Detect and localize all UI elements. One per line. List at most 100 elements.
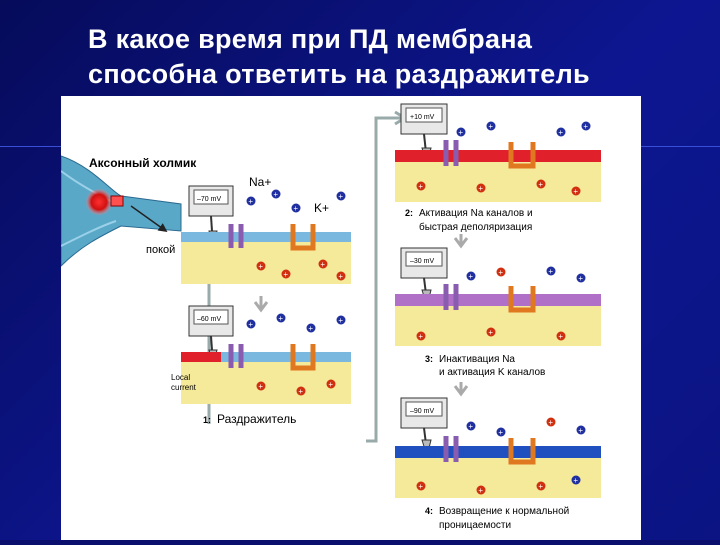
ion-particle bbox=[571, 186, 581, 196]
ion-charge: + bbox=[298, 387, 303, 396]
rest-label: покой bbox=[146, 244, 175, 256]
step2-label-line2: быстрая деполяризация bbox=[419, 221, 532, 233]
ion-particle bbox=[271, 189, 281, 199]
ion-particle bbox=[296, 386, 306, 396]
ion-particle bbox=[576, 425, 586, 435]
hillock-arrow bbox=[130, 205, 168, 233]
ion-particle bbox=[546, 417, 556, 427]
ion-particle bbox=[486, 121, 496, 131]
ion-particle bbox=[416, 181, 426, 191]
ion-particle bbox=[546, 266, 556, 276]
ion-particle bbox=[581, 121, 591, 131]
ion-particle bbox=[576, 273, 586, 283]
title-line-1: В какое время при ПД мембрана bbox=[88, 24, 533, 54]
ion-particle bbox=[416, 331, 426, 341]
ion-charge: + bbox=[258, 382, 263, 391]
to-step2-flow-arrow bbox=[366, 116, 401, 443]
action-potential-figure: Аксонный холмик покой Na+ K+ –70 mV –60 … bbox=[60, 96, 641, 540]
ion-charge: + bbox=[320, 260, 325, 269]
ion-charge: + bbox=[548, 267, 553, 276]
ion-charge: + bbox=[488, 122, 493, 131]
ion-charge: + bbox=[338, 192, 343, 201]
ion-charge: + bbox=[558, 128, 563, 137]
ion-particle bbox=[456, 127, 466, 137]
ion-particle bbox=[291, 203, 301, 213]
title-line-2: способна ответить на раздражитель bbox=[88, 59, 590, 89]
ion-particle bbox=[318, 259, 328, 269]
svg-text:–70 mV: –70 mV bbox=[197, 196, 221, 203]
ion-charge: + bbox=[258, 262, 263, 271]
diagram-svg: Аксонный холмик покой Na+ K+ –70 mV –60 … bbox=[60, 103, 601, 531]
ion-particle bbox=[246, 319, 256, 329]
svg-text:current: current bbox=[171, 383, 197, 392]
ion-particle bbox=[256, 381, 266, 391]
svg-text:–30 mV: –30 mV bbox=[410, 258, 434, 265]
ion-charge: + bbox=[498, 268, 503, 277]
ion-charge: + bbox=[283, 270, 288, 279]
ion-particle bbox=[571, 475, 581, 485]
membrane-rest bbox=[181, 232, 351, 242]
ion-charge: + bbox=[273, 190, 278, 199]
ion-charge: + bbox=[248, 320, 253, 329]
ion-particle bbox=[256, 261, 266, 271]
ion-particle bbox=[326, 379, 336, 389]
membrane-stim-depolarized bbox=[181, 352, 221, 362]
na-channel-rest bbox=[228, 224, 244, 248]
k-channel-rest bbox=[290, 224, 316, 251]
step2-label-line1: Активация Na каналов и bbox=[419, 208, 533, 219]
ion-charge: + bbox=[578, 426, 583, 435]
svg-text:1:: 1: bbox=[203, 415, 211, 425]
ion-charge: + bbox=[293, 204, 298, 213]
ion-charge: + bbox=[558, 332, 563, 341]
ion-charge: + bbox=[458, 128, 463, 137]
panel-rest: Na+ K+ –70 mV bbox=[181, 175, 351, 284]
ion-charge: + bbox=[418, 332, 423, 341]
membrane-stim-rest bbox=[221, 352, 351, 362]
slide-title: В какое время при ПД мембрана способна о… bbox=[88, 22, 688, 92]
svg-text:3:: 3: bbox=[425, 354, 433, 364]
ion-particle bbox=[416, 481, 426, 491]
ion-particle bbox=[486, 327, 496, 337]
ion-charge: + bbox=[468, 422, 473, 431]
svg-text:4:: 4: bbox=[425, 506, 433, 516]
ion-charge: + bbox=[478, 184, 483, 193]
ion-charge: + bbox=[578, 274, 583, 283]
svg-text:Local: Local bbox=[171, 373, 190, 382]
ion-charge: + bbox=[498, 428, 503, 437]
ion-charge: + bbox=[583, 122, 588, 131]
axon-hillock-illustration bbox=[60, 155, 182, 268]
ion-charge: + bbox=[338, 272, 343, 281]
ion-charge: + bbox=[573, 187, 578, 196]
ion-particle bbox=[476, 183, 486, 193]
step3-label-line2: и активация K каналов bbox=[439, 367, 545, 378]
ion-charge: + bbox=[538, 180, 543, 189]
ion-charge: + bbox=[468, 272, 473, 281]
ion-charge: + bbox=[478, 486, 483, 495]
ion-charge: + bbox=[418, 182, 423, 191]
ion-particle bbox=[276, 313, 286, 323]
ion-charge: + bbox=[418, 482, 423, 491]
ion-charge: + bbox=[548, 418, 553, 427]
svg-text:–60 mV: –60 mV bbox=[197, 316, 221, 323]
panel-activation: +10 mV 2: Активация Na каналов и быстрая… bbox=[395, 103, 601, 233]
panel-recovery: –90 mV 4: Возвращение к нормальной прони… bbox=[395, 397, 601, 531]
ion-particle bbox=[496, 267, 506, 277]
ion-particle bbox=[536, 179, 546, 189]
ion-particle bbox=[476, 485, 486, 495]
ion-charge: + bbox=[488, 328, 493, 337]
ion-particle bbox=[336, 271, 346, 281]
ion-charge: + bbox=[278, 314, 283, 323]
ion-charge: + bbox=[328, 380, 333, 389]
ion-charge: + bbox=[308, 324, 313, 333]
svg-text:–90 mV: –90 mV bbox=[410, 408, 434, 415]
axon-hillock-label: Аксонный холмик bbox=[89, 156, 197, 170]
ion-particle bbox=[466, 271, 476, 281]
ion-particle bbox=[496, 427, 506, 437]
step3-label-line1: Инактивация Na bbox=[439, 354, 515, 365]
step1-label: Раздражитель bbox=[217, 412, 296, 426]
hillock-spot bbox=[86, 189, 112, 215]
ion-charge: + bbox=[338, 316, 343, 325]
membrane-recovery bbox=[395, 446, 601, 458]
ion-particle bbox=[306, 323, 316, 333]
membrane-inactivation bbox=[395, 294, 601, 306]
